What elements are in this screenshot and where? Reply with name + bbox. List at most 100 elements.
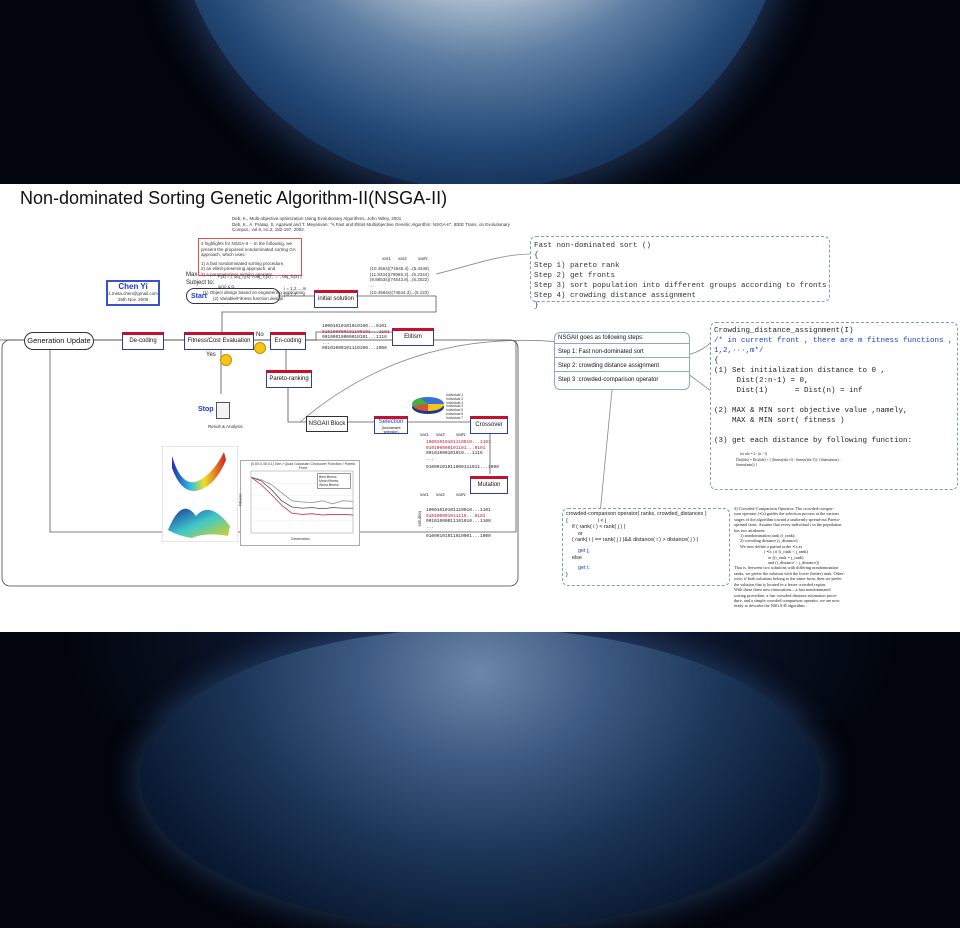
bit-row: 010100000101100101...1101 [322, 329, 390, 335]
chart-legend: Best fitness Mean fitness Worst fitness [317, 473, 351, 489]
elitism-node[interactable]: Elitism [392, 328, 434, 346]
decoding-node[interactable]: De-coding [122, 332, 164, 350]
surface-plot-1 [172, 452, 226, 492]
paper-line: ready to describe the NSGA-II algorithm. [734, 603, 806, 609]
bit-row: 00101000011101010...1100 [426, 519, 491, 524]
fast-sort-box: Fast non-dominated sort () { Step 1) par… [530, 236, 830, 310]
pie-legend-entry: Individual 7 [446, 415, 464, 420]
code-line [714, 396, 954, 406]
pareto-ranking-node[interactable]: Pareto-ranking [266, 370, 312, 388]
references: Deb, K., Multi-objective optimization Us… [232, 216, 532, 233]
code-line: Step 2) get fronts [534, 272, 616, 280]
slide-title: Non-dominated Sorting Genetic Algorithm-… [20, 188, 448, 208]
paper-line: sorting procedure, a fast crowded distan… [734, 592, 838, 598]
pie-chart-icon [412, 397, 444, 414]
bit-row: 01000101011000111011...1000 [426, 465, 499, 470]
paper-line: and (i_distance > j_distance)) [768, 560, 819, 566]
code-line: (3) get each distance by following funct… [714, 437, 913, 445]
bit-row: 00100010000010101...1116 [322, 335, 387, 340]
max-expr: F(x) = { obj_f₁(x) , obj_f₂(x) , ... , o… [218, 274, 302, 279]
nsga-steps-box: NSGAII goes as following steps: Step 1: … [554, 332, 690, 390]
bit-row: 010100000101101...0101 [426, 445, 486, 451]
connector [599, 389, 613, 515]
start-note: (2) Variable/Fitness function design [213, 296, 284, 301]
paper-line: 1) nondomination rank (i_rank); [740, 533, 796, 539]
highlight-item: 2) an elitist-preserving approach, and [201, 266, 276, 271]
code-line: else [566, 554, 582, 561]
formula-line: for idx = 2 : (n - 1) [740, 452, 768, 456]
var-label: var1 [382, 256, 391, 261]
line-chart-panel: [0.50,0.45,0.1] Gen / Quad Gaussian Cros… [238, 460, 360, 546]
code-line: } [714, 489, 954, 490]
nsga-step-1[interactable]: Step 1: Fast non-dominated sort [555, 347, 689, 358]
reference-line: Deb, K., A. Pratap, S. Agarwal and T. Me… [232, 221, 510, 227]
bit-dots: ... [426, 456, 435, 462]
paper-line: ison operator (≺ₙ) guides the selection … [734, 511, 839, 517]
code-line: ( rank( i ) == rank( j ) )&& distance( i… [566, 537, 699, 544]
bit-row: 10001010101010100...0101 [322, 324, 387, 329]
initial-solution-node[interactable]: initial solution [314, 290, 358, 308]
code-line: { [714, 357, 719, 365]
yes-label: Yes [206, 352, 216, 358]
crowding-distance-box: Crowding_distance_assignment(I) /* in cu… [710, 322, 958, 490]
highlight-item: 3) a parameterless niching operator. [201, 271, 274, 277]
code-comment: 1,2,···,m*/ [714, 347, 764, 355]
bit-row: 00101000101010...1116 [426, 451, 483, 456]
bit-row: 00101000101110100...1000 [322, 346, 387, 351]
connector [435, 253, 533, 275]
generation-loop-frame [1, 339, 519, 587]
initial-value: (10.4564s)(74544.3)...(5.123) [370, 290, 429, 295]
nsga-block-node[interactable]: NSGAII Block [306, 416, 348, 432]
initial-value: (9.8653s)(74543.8)...(5.2022) [370, 277, 429, 282]
crossover-node[interactable]: Crossover [470, 416, 508, 434]
code-line: Step 4) crowding distance assignment [534, 292, 697, 300]
subject-expr: gᵢ(x) ≤ 0, [218, 284, 236, 289]
reference-line: Deb, K., Multi-objective optimization Us… [232, 216, 402, 221]
paper-line: That is, between two solutions with diff… [734, 565, 839, 571]
comparison-operator-box: crowded-comparison operator( ranks, crow… [562, 508, 730, 586]
bit-row: 10001010101110010...1101 [426, 440, 491, 445]
pie-legend: Individual 1 Individual 2 Individual 3 I… [446, 393, 464, 421]
pie-legend-entry: Individual 4 [446, 404, 464, 409]
encoding-node[interactable]: En-coding [270, 332, 306, 350]
no-label: No [256, 332, 264, 338]
mutation-bits: 10001010101110010...1101 010100001011110… [426, 508, 491, 540]
code-line: (1) Set initialization distance to 0 , [714, 367, 886, 375]
paper-line: or ((i_rank = j_rank) [768, 554, 804, 560]
mutation-node[interactable]: Mutation [470, 476, 508, 494]
code-line: Step 3) sort population into different g… [534, 282, 827, 290]
crossover-var-label: var1 [420, 432, 429, 437]
generation-update-node[interactable]: Generation Update [24, 332, 94, 350]
paper-line: optimal front. Assume that every individ… [734, 522, 842, 528]
fitness-evaluation-node[interactable]: Fitness/Cost Evaluation [184, 332, 254, 350]
bit-dots: ... [322, 340, 331, 346]
start-note: (1) Object design based on engineering a… [203, 290, 305, 295]
author-box: Chen Yi 1.meta.chen@gmail.com 26th Nov. … [106, 280, 160, 306]
code-line: or [566, 530, 583, 537]
nsga-step-2[interactable]: Step 2: crowding distance assignment [555, 361, 689, 372]
pie-legend-entry: Individual 1 [446, 393, 464, 397]
code-comment: /* in current front , there are m fitnes… [714, 337, 958, 345]
stop-label[interactable]: Stop [198, 406, 214, 413]
bit-row: 01000101011010001...1000 [426, 534, 491, 539]
author-email: 1.meta.chen@gmail.com [108, 291, 158, 296]
paper-line: the solution that is located in a lesser… [734, 581, 827, 587]
var-label: var2 [398, 256, 407, 261]
bit-row: 010100001011110...0101 [426, 513, 486, 519]
paper-excerpt: 3) Crowded-Comparison Operator: The crow… [734, 506, 858, 609]
nsga-step-3[interactable]: Step 3 :crowded-comparison operator [558, 377, 659, 383]
connector [221, 295, 437, 332]
start-label: Start [191, 293, 207, 300]
crossover-bits: 10001010101110010...1101 010100000101101… [426, 440, 499, 471]
code-line: get i; [566, 565, 590, 572]
paper-line: ranks, we prefer the solution with the l… [734, 570, 845, 576]
clipboard-icon [216, 402, 230, 419]
paper-line: wise, if both solutions belong to the sa… [734, 576, 842, 582]
selection-node[interactable]: Selection (tournament selection) [374, 416, 408, 434]
code-line: Dist(2:n-1) = 0, [714, 377, 809, 385]
start-oval[interactable]: (1) Object design based on engineering a… [186, 288, 305, 304]
mutation-var-label: varN [456, 492, 466, 497]
code-line: MAX & MIN sort( fitness ) [714, 417, 845, 425]
code-line [714, 426, 954, 436]
highlights-box: 3 highlights for NSGA-II -- In the follo… [198, 238, 302, 277]
